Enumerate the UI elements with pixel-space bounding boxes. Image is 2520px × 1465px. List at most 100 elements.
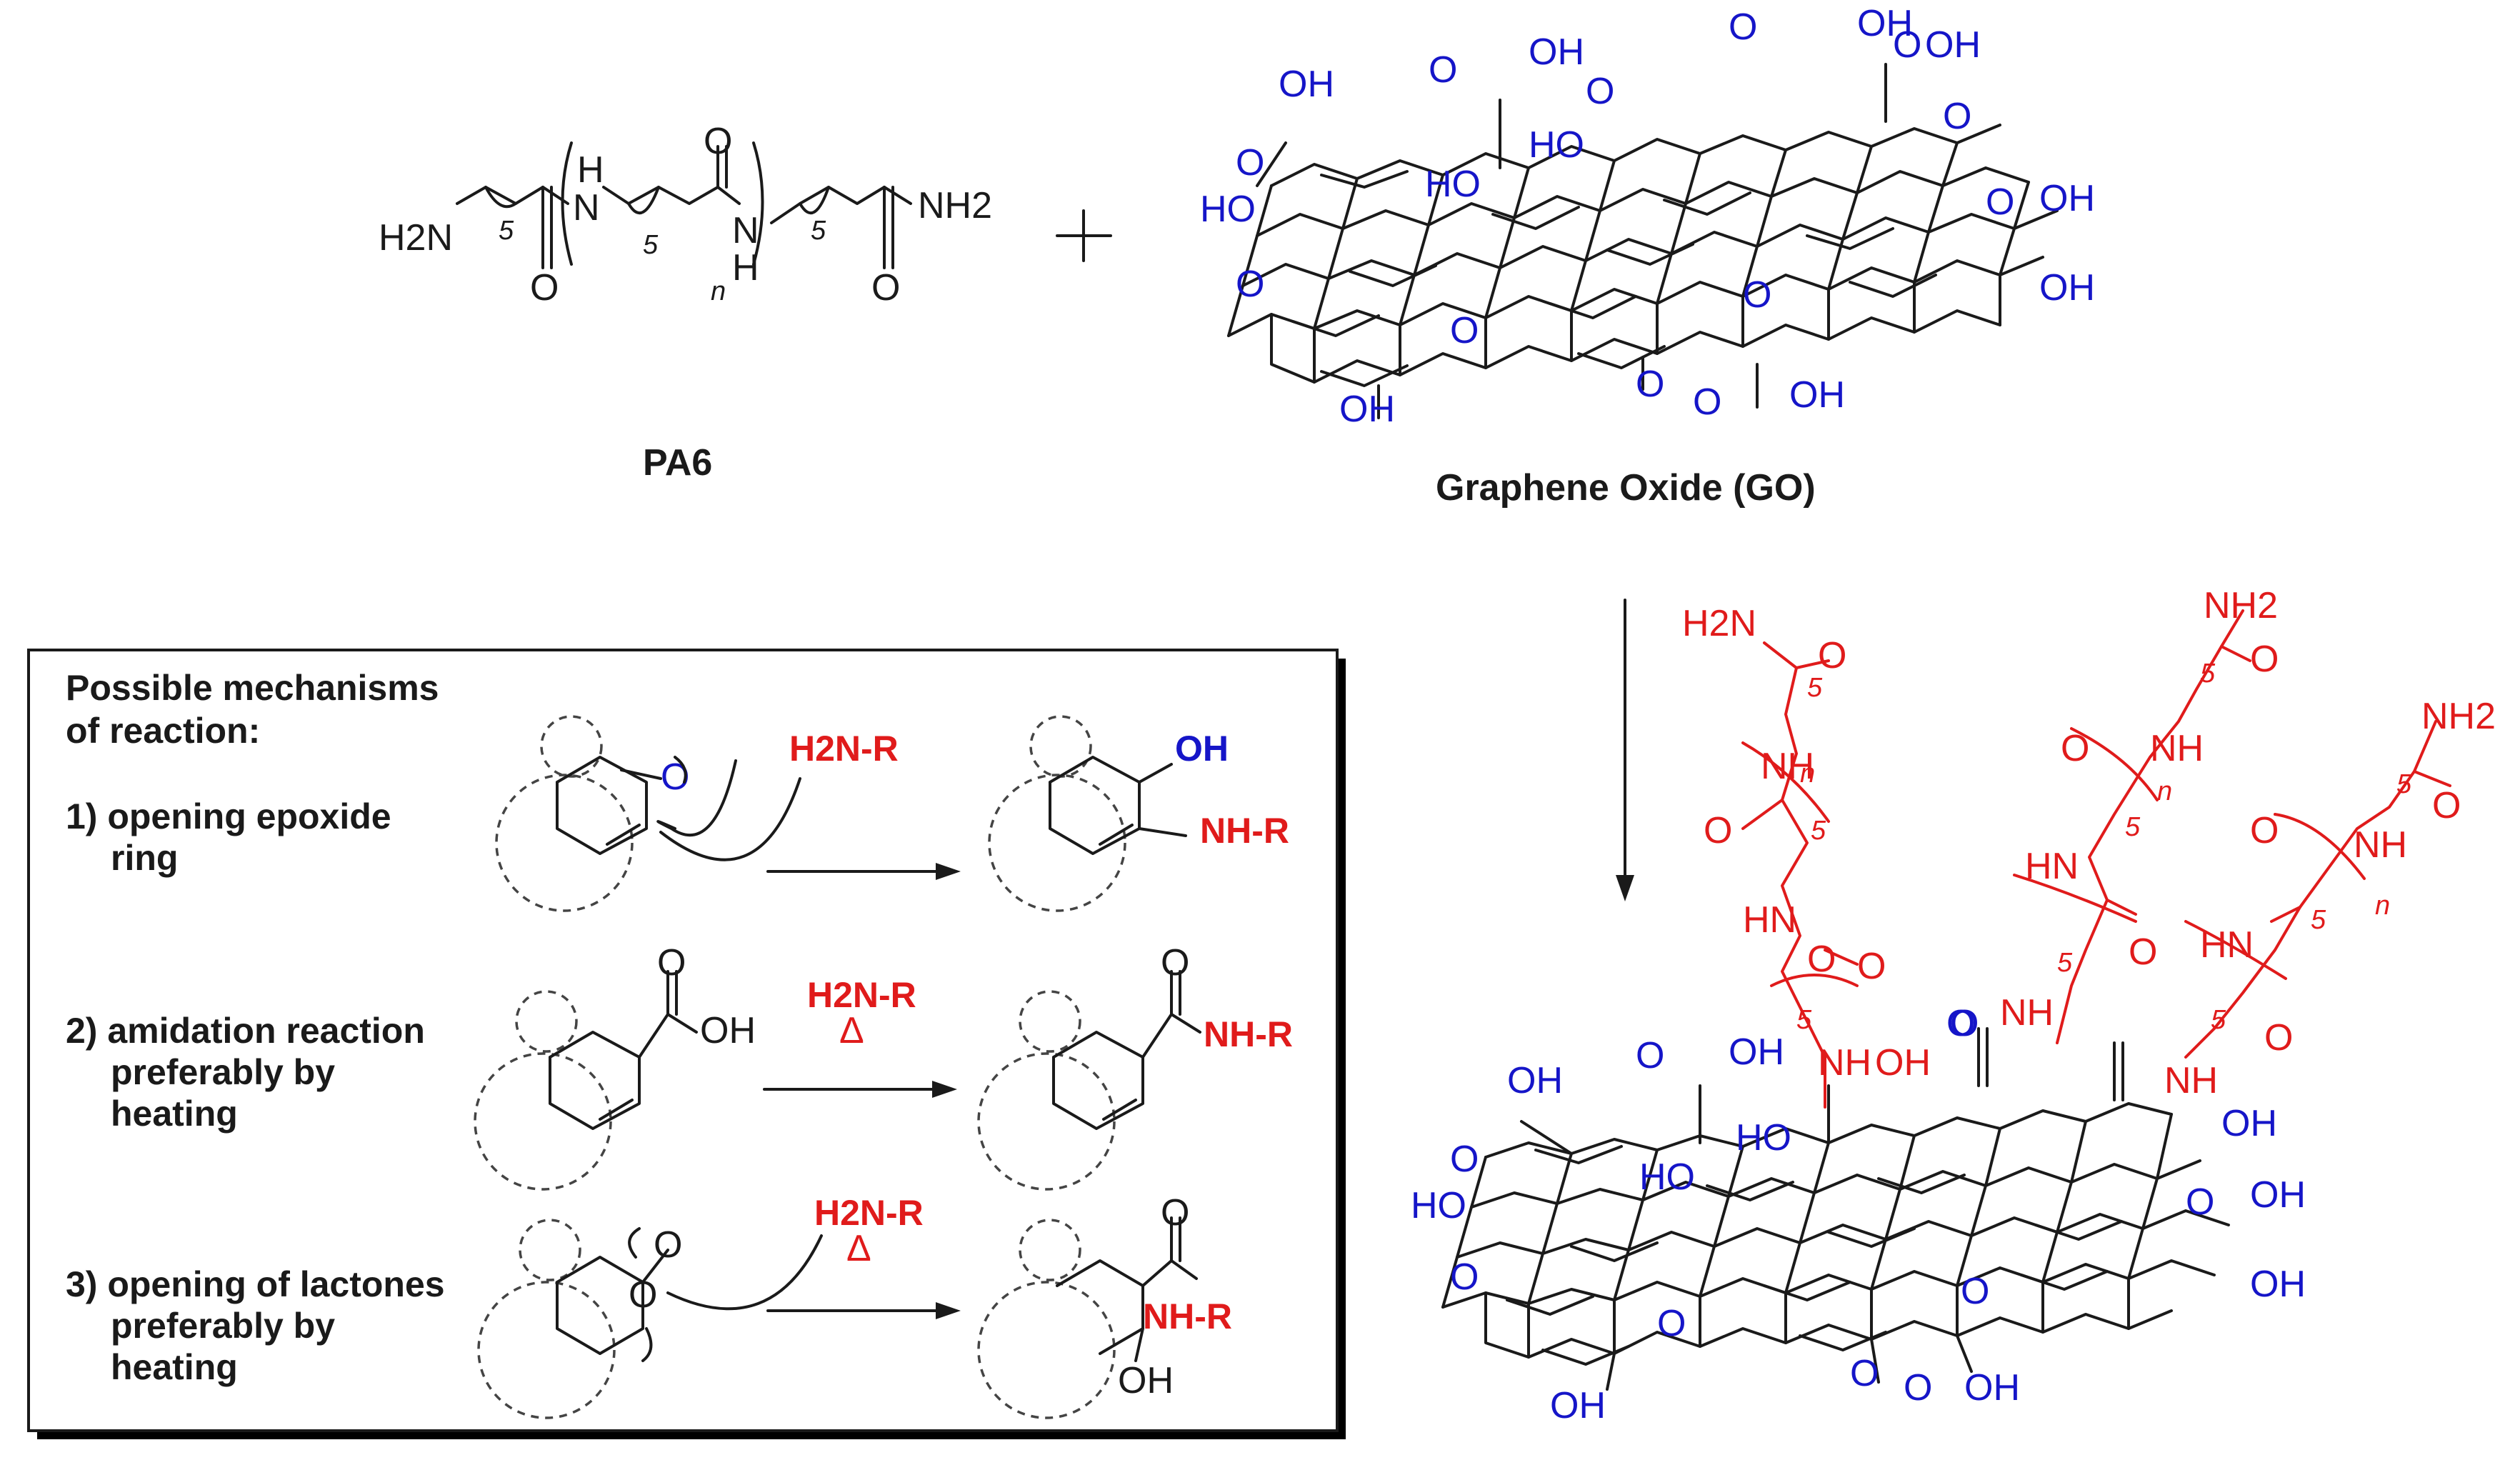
graphene-lattice bbox=[1441, 1084, 2230, 1391]
mechanism-3-label: preferably by bbox=[111, 1306, 335, 1346]
grafted-go-sheet: OH O OH O HO HO HO O OH O OH O O O O O O… bbox=[1411, 1003, 2306, 1426]
reaction-arrow bbox=[1616, 599, 1634, 901]
go-label: OH bbox=[2250, 1174, 2306, 1216]
product-carbonyl-oxygen: O bbox=[1161, 942, 1189, 984]
chain-repeat-label: 5 bbox=[2396, 769, 2412, 799]
go-label: OH bbox=[1857, 3, 1913, 44]
acid-carbonyl-oxygen: O bbox=[657, 942, 686, 984]
go-label: OH bbox=[1339, 389, 1395, 430]
go-label: HO bbox=[1639, 1156, 1695, 1198]
chain-label: O bbox=[2250, 639, 2279, 680]
go-label: OH bbox=[2039, 267, 2095, 309]
product-hydroxyl: OH bbox=[1175, 729, 1229, 769]
go-label: HO bbox=[1200, 189, 1256, 230]
pa6-amine-end: H2N bbox=[379, 217, 453, 259]
go-label: OH bbox=[1550, 1385, 1606, 1426]
chain-repeat-label: 5 bbox=[2311, 905, 2326, 935]
chain-n-index: n bbox=[1800, 759, 1815, 789]
mechanism-3-reactant: O O bbox=[477, 1219, 682, 1419]
chain-repeat-label: 5 bbox=[1811, 816, 1826, 846]
heat-symbol: Δ bbox=[839, 1010, 864, 1051]
heat-symbol: Δ bbox=[846, 1228, 871, 1269]
mechanism-2-label: heating bbox=[111, 1094, 238, 1134]
go-label: HO bbox=[1529, 124, 1584, 166]
mechanism-2-label: 2) amidation reaction bbox=[66, 1011, 425, 1051]
pa6-nitrogen-right: N bbox=[732, 210, 759, 251]
graphene-oxide-structure: OH O OH O OH O O O HO HO HO O OH OH O O … bbox=[1200, 3, 2095, 509]
go-label: O bbox=[1943, 96, 1971, 137]
mechanism-1-arrow bbox=[766, 863, 961, 880]
go-label: O bbox=[1893, 24, 1921, 66]
go-label: HO bbox=[1411, 1185, 1466, 1226]
mechanism-1-reactant: O bbox=[495, 715, 737, 912]
go-label: O bbox=[2186, 1181, 2214, 1223]
go-label: OH bbox=[2250, 1264, 2306, 1305]
go-label: O bbox=[1850, 1353, 1879, 1394]
go-label: O bbox=[1450, 1256, 1479, 1298]
chain-label: NH bbox=[2354, 824, 2407, 866]
chain-label: HN bbox=[1743, 899, 1796, 941]
chain-label: O bbox=[1946, 1003, 1975, 1044]
go-label: O bbox=[1693, 381, 1721, 423]
go-label: HO bbox=[1425, 164, 1481, 205]
go-label: HO bbox=[1736, 1117, 1791, 1159]
go-label: O bbox=[1236, 142, 1264, 184]
go-label: O bbox=[1950, 1003, 1979, 1044]
lactone-carbonyl-oxygen: O bbox=[654, 1224, 682, 1266]
product-amide: NH-R bbox=[1204, 1014, 1293, 1054]
mechanisms-panel: Possible mechanisms of reaction: 1) open… bbox=[27, 649, 1346, 1439]
chain-label: H2N bbox=[1682, 603, 1756, 644]
go-label: O bbox=[1729, 6, 1757, 48]
pa6-repeat-label: 5 bbox=[643, 230, 659, 260]
pa6-carbonyl-o1: O bbox=[530, 267, 559, 309]
chain-label: NH bbox=[2164, 1060, 2218, 1101]
pa6-structure: H2N NH2 N H N H O O O 5 5 5 n PA6 bbox=[379, 121, 992, 484]
mechanism-3-label: 3) opening of lactones bbox=[66, 1264, 445, 1304]
mechanism-2-label: preferably by bbox=[111, 1052, 335, 1092]
go-label: O bbox=[1636, 364, 1664, 405]
go-label: OH bbox=[1925, 24, 1981, 66]
reagent-label: H2N-R bbox=[789, 729, 899, 769]
chain-label: O bbox=[2264, 1017, 2293, 1059]
mechanism-2-product: O NH-R bbox=[977, 942, 1293, 1191]
pa6-repeat-label: 5 bbox=[499, 216, 514, 246]
chain-label: HN bbox=[2025, 846, 2079, 887]
chain-label: NH2 bbox=[2204, 585, 2278, 626]
go-label: OH bbox=[2221, 1103, 2277, 1144]
go-label: O bbox=[1986, 181, 2014, 223]
mechanism-3-label: heating bbox=[111, 1347, 238, 1387]
chain-label: O bbox=[2432, 785, 2461, 826]
chain-label: NH bbox=[1761, 746, 1814, 787]
chain-label: O bbox=[1818, 635, 1846, 676]
go-label: O bbox=[1961, 1271, 1989, 1312]
go-caption: Graphene Oxide (GO) bbox=[1436, 467, 1816, 509]
mechanisms-title: Possible mechanisms bbox=[66, 668, 439, 708]
chain-label: O bbox=[2250, 810, 2279, 851]
go-label: OH bbox=[1789, 374, 1845, 416]
chain-label: NH bbox=[1818, 1042, 1871, 1084]
pa6-hydrogen-top: H bbox=[577, 149, 604, 191]
go-label: O bbox=[1450, 1139, 1479, 1180]
pa6-carbonyl-o2: O bbox=[704, 121, 732, 162]
go-label: O bbox=[1904, 1367, 1932, 1409]
go-label: OH bbox=[1529, 31, 1584, 73]
pa6-n-index: n bbox=[711, 276, 726, 306]
go-label: OH bbox=[1279, 64, 1334, 105]
grafted-polymer-chains: H2N O NH O O HN O NH2 O NH O HN O NH2 O … bbox=[1682, 585, 2496, 1144]
pa6-hydrogen-bottom: H bbox=[732, 247, 759, 289]
mechanism-1-product: OH NH-R bbox=[988, 715, 1289, 912]
chain-label: NH2 bbox=[2421, 696, 2496, 737]
mechanisms-title: of reaction: bbox=[66, 711, 260, 751]
chain-repeat-label: 5 bbox=[2200, 659, 2216, 689]
mechanism-3-arrow bbox=[766, 1302, 961, 1319]
mechanism-3-product: O NH-R OH bbox=[977, 1192, 1232, 1419]
product-amide: NH-R bbox=[1143, 1296, 1232, 1336]
chain-repeat-label: 5 bbox=[2057, 948, 2073, 978]
go-label: O bbox=[1586, 71, 1614, 112]
product-amine: NH-R bbox=[1200, 811, 1289, 851]
mechanism-1-label: ring bbox=[111, 838, 178, 878]
mechanism-1-label: 1) opening epoxide bbox=[66, 796, 391, 836]
go-label: O bbox=[1636, 1035, 1664, 1076]
chain-label: O bbox=[1704, 810, 1732, 851]
pa6-amide-end: NH2 bbox=[918, 185, 992, 226]
